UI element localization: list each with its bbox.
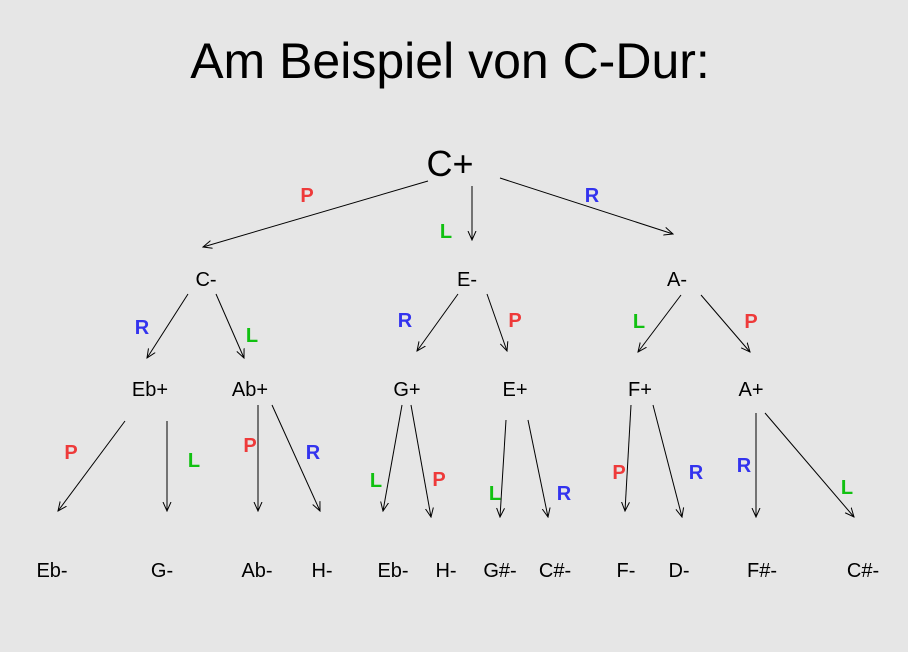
leaf-d-minor: D-: [668, 560, 689, 582]
leaf-csharp-minor-1: C#-: [539, 560, 571, 582]
node-g-major: G+: [393, 379, 420, 401]
edge-label-eb-g: L: [188, 450, 200, 472]
edge-label-ab-ab: P: [243, 435, 256, 457]
node-eb-major: Eb+: [132, 379, 168, 401]
leaf-eb-minor-1: Eb-: [36, 560, 67, 582]
leaf-csharp-minor-2: C#-: [847, 560, 879, 582]
node-a-major: A+: [738, 379, 763, 401]
edge-e-csharp: [527, 419, 548, 517]
edge-a-f: [638, 294, 682, 352]
edge-c-ab: [215, 293, 244, 358]
edge-eb-eb: [58, 420, 126, 511]
edge-e-gsharp: [500, 419, 507, 517]
edge-f-d: [652, 404, 682, 517]
edge-e-g: [417, 293, 459, 351]
edge-label-a-a: P: [744, 311, 757, 333]
edge-label-f-d: R: [689, 462, 704, 484]
edge-label-e-g: R: [398, 310, 413, 332]
edge-ab-h: [271, 404, 320, 511]
edge-label-ab-h: R: [306, 442, 321, 464]
leaf-f-minor: F-: [617, 560, 636, 582]
node-a-minor: A-: [667, 269, 687, 291]
leaf-g-minor: G-: [151, 560, 173, 582]
edge-g-h: [410, 404, 431, 517]
edge-f-f: [625, 404, 632, 511]
edge-e-e: [486, 293, 507, 351]
leaf-eb-minor-2: Eb-: [377, 560, 408, 582]
leaf-fsharp-minor: F#-: [747, 560, 777, 582]
node-ab-major: Ab+: [232, 379, 268, 401]
edge-label-c-eb: R: [135, 317, 150, 339]
edge-label-root-a: R: [585, 185, 600, 207]
edge-label-g-eb: L: [370, 470, 382, 492]
leaf-ab-minor: Ab-: [241, 560, 272, 582]
leaf-h-minor-1: H-: [311, 560, 332, 582]
edge-label-e-e: P: [508, 310, 521, 332]
edge-a-a: [700, 294, 750, 352]
edge-label-a-fsharp: R: [737, 455, 752, 477]
edge-label-root-c: P: [300, 185, 313, 207]
edge-label-g-h: P: [432, 469, 445, 491]
page-title: Am Beispiel von C-Dur:: [190, 33, 710, 89]
edge-label-f-f: P: [612, 462, 625, 484]
edge-root-c: [203, 180, 429, 247]
edge-label-eb-eb: P: [64, 442, 77, 464]
edge-a-csharp: [764, 412, 854, 517]
edge-g-eb: [383, 404, 403, 511]
edge-label-root-e: L: [440, 221, 452, 243]
leaf-h-minor-2: H-: [435, 560, 456, 582]
edge-label-a-f: L: [633, 311, 645, 333]
edge-root-a: [499, 177, 673, 234]
edge-label-e-csharp: R: [557, 483, 572, 505]
node-c-minor: C-: [195, 269, 216, 291]
edge-label-c-ab: L: [246, 325, 258, 347]
edge-label-e-gsharp: L: [489, 483, 501, 505]
edge-label-a-csharp: L: [841, 477, 853, 499]
edge-c-eb: [147, 293, 189, 358]
node-f-major: F+: [628, 379, 652, 401]
leaf-gsharp-minor: G#-: [483, 560, 516, 582]
node-e-major: E+: [502, 379, 527, 401]
node-e-minor: E-: [457, 269, 477, 291]
node-c-major-root: C+: [426, 143, 473, 184]
